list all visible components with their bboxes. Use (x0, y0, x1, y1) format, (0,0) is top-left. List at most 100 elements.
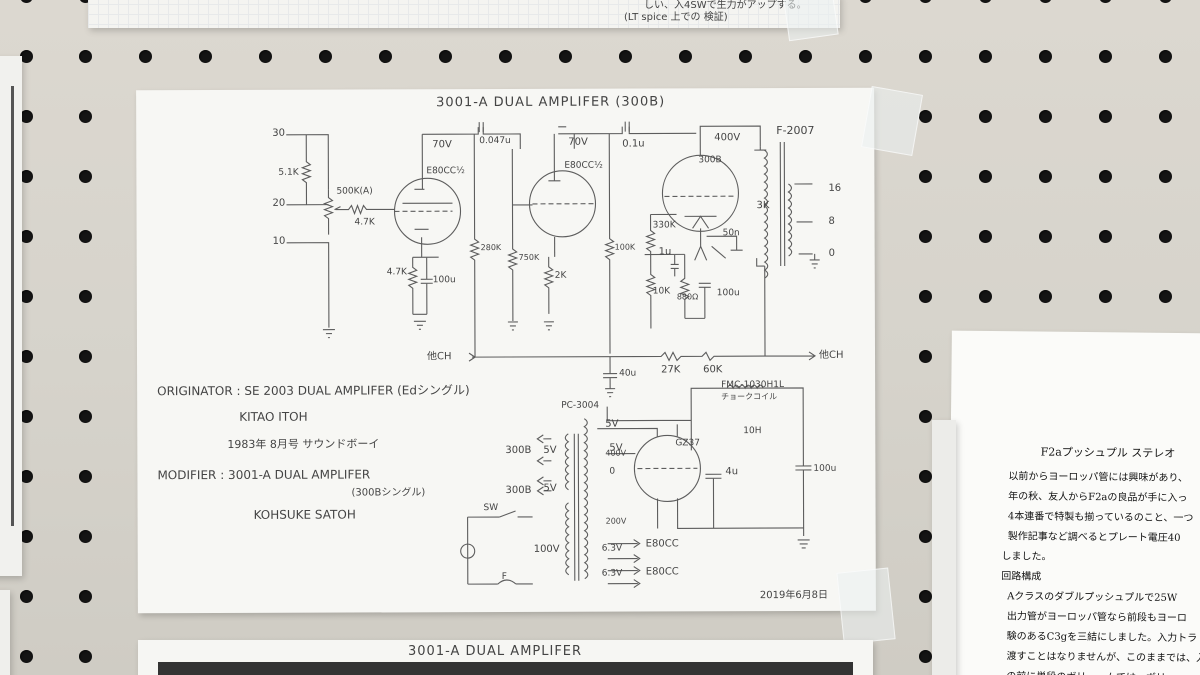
peg-hole (499, 50, 512, 63)
label-100u-a: 100u (432, 275, 456, 286)
label-300b-tube: 300B (698, 155, 722, 166)
label-30: 30 (272, 127, 285, 139)
peg-hole (919, 650, 932, 663)
label-60k: 60K (703, 364, 723, 376)
peg-hole (919, 50, 932, 63)
label-choke: チョークコイル (721, 392, 778, 402)
label-4u: 4u (725, 466, 739, 478)
top-note-line1: しい、入4SWで生力がアップする。 (644, 0, 807, 11)
peg-hole (1159, 110, 1172, 123)
peg-hole (1039, 110, 1052, 123)
top-note-line2: (LT spice 上での 検証) (624, 12, 728, 23)
right-doc-line: の前に単段のボリュームでは、ボリュー (1006, 667, 1186, 675)
right-doc-line: 出力管がヨーロッパ管なら前段もヨーロ (1006, 611, 1187, 625)
label-100v: 100V (533, 543, 560, 555)
peg-hole (1039, 0, 1052, 3)
label-other-ch-left: 他CH (427, 351, 452, 363)
label-sec-400v: 400V (605, 448, 627, 458)
peg-hole (79, 230, 92, 243)
label-70v-a: 70V (432, 139, 452, 151)
peg-hole (1039, 290, 1052, 303)
label-100u-b: 100u (716, 288, 740, 299)
right-doc-line: Aクラスのダブルプッシュプルで25W (1007, 591, 1178, 604)
peg-hole (1159, 0, 1172, 3)
label-50n: 50n (722, 228, 740, 239)
peg-hole (79, 530, 92, 543)
peg-hole (1159, 170, 1172, 183)
peg-hole (859, 50, 872, 63)
right-doc-line: 回路構成 (1001, 571, 1042, 583)
label-fuse: F (501, 571, 507, 583)
label-sec-5v-b: 5V (543, 482, 557, 494)
label-4-7k-cathode: 4.7K (386, 267, 407, 278)
peg-hole (1099, 170, 1112, 183)
peg-hole (20, 410, 33, 423)
right-document: F2aプッシュプル ステレオ 以前からヨーロッパ管には興味があり、年の秋、友人か… (948, 330, 1200, 675)
tape-top-right (783, 0, 839, 42)
label-280k: 280K (480, 243, 502, 253)
peg-hole (319, 50, 332, 63)
schematic-date: 2019年6月8日 (759, 589, 829, 602)
peg-hole (20, 650, 33, 663)
originator-line: ORIGINATOR : SE 2003 DUAL AMPLIFER (Edシン… (157, 383, 470, 399)
label-10: 10 (272, 235, 286, 247)
peg-hole (79, 470, 92, 483)
left-edge-paper-top (0, 56, 22, 576)
modifier-sub: (300Bシングル) (351, 487, 426, 499)
label-880: 880Ω (676, 292, 699, 302)
label-500k: 500K(A) (336, 186, 373, 197)
label-2k: 2K (554, 270, 567, 281)
label-10h: 10H (743, 426, 762, 437)
label-750k: 750K (518, 252, 540, 262)
peg-hole (20, 230, 33, 243)
label-other-ch-right: 他CH (818, 349, 844, 361)
peg-hole (919, 530, 932, 543)
top-note-paper: しい、入4SWで生力がアップする。 (LT spice 上での 検証) (88, 0, 840, 28)
modifier-line: MODIFIER : 3001-A DUAL AMPLIFER (157, 467, 371, 483)
label-6-3v-b: 6.3V (601, 568, 623, 579)
peg-hole (1039, 50, 1052, 63)
peg-hole (979, 170, 992, 183)
bottom-doc-title: 3001-A DUAL AMPLIFER (408, 644, 583, 659)
peg-hole (20, 170, 33, 183)
label-20: 20 (272, 197, 286, 209)
label-10k: 10K (652, 286, 671, 297)
tape-schematic-right (861, 85, 923, 157)
label-sec-5v-c: 5V (605, 418, 619, 430)
peg-hole (259, 50, 272, 63)
label-sec-300b-b: 300B (505, 484, 532, 497)
label-tube1: E80CC½ (426, 166, 465, 177)
peg-hole (79, 110, 92, 123)
peg-hole (919, 0, 932, 3)
label-400v: 400V (714, 132, 741, 144)
left-edge-paper-bottom (0, 590, 10, 675)
peg-hole (79, 590, 92, 603)
label-gz37: GZ37 (675, 438, 700, 449)
peg-hole (20, 290, 33, 303)
peg-hole (1099, 230, 1112, 243)
peg-hole (1099, 50, 1112, 63)
label-330k: 330K (652, 220, 676, 231)
right-doc-line: 験のあるC3gを三結にしました。入力トラ (1006, 631, 1198, 645)
peg-hole (20, 530, 33, 543)
peg-hole (20, 0, 33, 3)
label-01u: 0.1u (622, 138, 645, 150)
schematic-title: 3001-A DUAL AMPLIFER (300B) (436, 94, 666, 111)
label-3k: 3K (756, 200, 770, 212)
right-doc-line: 製作記事など調べるとプレート電圧40 (1007, 531, 1181, 545)
kohsuke-satoh: KOHSUKE SATOH (253, 507, 356, 522)
peg-hole (1099, 110, 1112, 123)
label-100k: 100K (614, 242, 636, 252)
peg-hole (139, 50, 152, 63)
peg-hole (919, 170, 932, 183)
label-5-1k: 5.1K (278, 167, 299, 178)
peg-hole (619, 50, 632, 63)
right-document-back (932, 420, 956, 675)
peg-hole (979, 0, 992, 3)
label-tube2: E80CC½ (564, 160, 603, 171)
peg-hole (79, 50, 92, 63)
peg-hole (20, 110, 33, 123)
label-f2007: F-2007 (776, 123, 815, 138)
peg-hole (919, 470, 932, 483)
peg-hole (979, 50, 992, 63)
